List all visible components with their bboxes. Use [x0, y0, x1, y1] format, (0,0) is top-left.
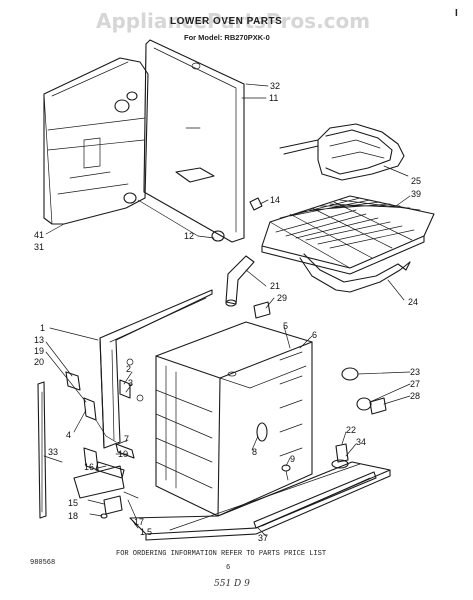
front-trim	[253, 471, 377, 529]
callout-6: 6	[312, 330, 317, 340]
door-latch-assembly	[65, 371, 135, 459]
callout-28: 28	[410, 391, 420, 401]
callout-37: 37	[258, 533, 268, 543]
callout-16: 16	[84, 462, 94, 472]
oven-sensor	[331, 443, 349, 469]
rear-insulation-panel	[43, 57, 149, 225]
callout-25: 25	[411, 176, 421, 186]
callout-9: 9	[290, 454, 295, 464]
callout-31: 31	[34, 242, 44, 252]
callout-29: 29	[277, 293, 287, 303]
callout-32: 32	[270, 81, 280, 91]
callout-10: 10	[118, 449, 128, 459]
handwritten-note: 551 D 9	[214, 579, 250, 589]
ordering-note: FOR ORDERING INFORMATION REFER TO PARTS …	[116, 550, 326, 558]
diagram-title: LOWER OVEN PARTS	[170, 16, 282, 27]
callout-13: 13	[34, 335, 44, 345]
front-frame	[99, 289, 213, 449]
callout-7: 7	[124, 434, 129, 444]
callout-34: 34	[356, 437, 366, 447]
callout-39: 39	[411, 189, 421, 199]
callout-labels: 32 11 25 39 14 12 21 29 24 41 31 1 13 19…	[34, 81, 421, 543]
rear-oven-wall	[123, 39, 263, 243]
callout-24: 24	[408, 297, 418, 307]
doc-number: 980568	[30, 559, 55, 567]
model-line: For Model: RB270PXK-0	[184, 33, 270, 42]
light-socket	[356, 397, 387, 415]
bake-element-screw	[281, 464, 291, 481]
callout-1-lower: 1	[140, 527, 145, 537]
page-number: 6	[226, 564, 230, 572]
callout-17: 17	[134, 517, 144, 527]
callout-5-lower: 5	[147, 527, 152, 537]
callout-2: 2	[126, 364, 131, 374]
callout-33: 33	[48, 447, 58, 457]
vent-tube	[225, 255, 255, 307]
vent-bracket	[253, 301, 271, 319]
callout-14: 14	[270, 195, 280, 205]
callout-15: 15	[68, 498, 78, 508]
callout-4: 4	[66, 430, 71, 440]
watermark: AppliancePartsPros.com	[96, 9, 370, 33]
callout-19: 19	[34, 346, 44, 356]
lower-hinge-parts	[95, 461, 139, 519]
callout-18: 18	[68, 511, 78, 521]
callout-22: 22	[346, 425, 356, 435]
callout-23: 23	[410, 367, 420, 377]
callout-20: 20	[34, 357, 44, 367]
callout-5: 5	[283, 321, 288, 331]
hinge-receptacle	[73, 447, 125, 499]
oven-bottom-panel	[129, 461, 391, 541]
oven-liner	[155, 321, 313, 517]
bake-element	[299, 253, 411, 293]
callout-21: 21	[270, 281, 280, 291]
callout-41: 41	[34, 230, 44, 240]
door-hinge	[37, 381, 47, 519]
callout-8: 8	[252, 447, 257, 457]
oven-rack	[261, 195, 435, 275]
callout-3: 3	[128, 378, 133, 388]
leader-lines	[43, 83, 411, 537]
oven-light-lens	[341, 367, 359, 381]
callout-11: 11	[269, 93, 278, 103]
callout-1: 1	[40, 323, 45, 333]
broil-element	[279, 123, 405, 181]
callout-27: 27	[410, 379, 420, 389]
corner-mark: I	[455, 8, 458, 19]
callout-12: 12	[184, 231, 194, 241]
